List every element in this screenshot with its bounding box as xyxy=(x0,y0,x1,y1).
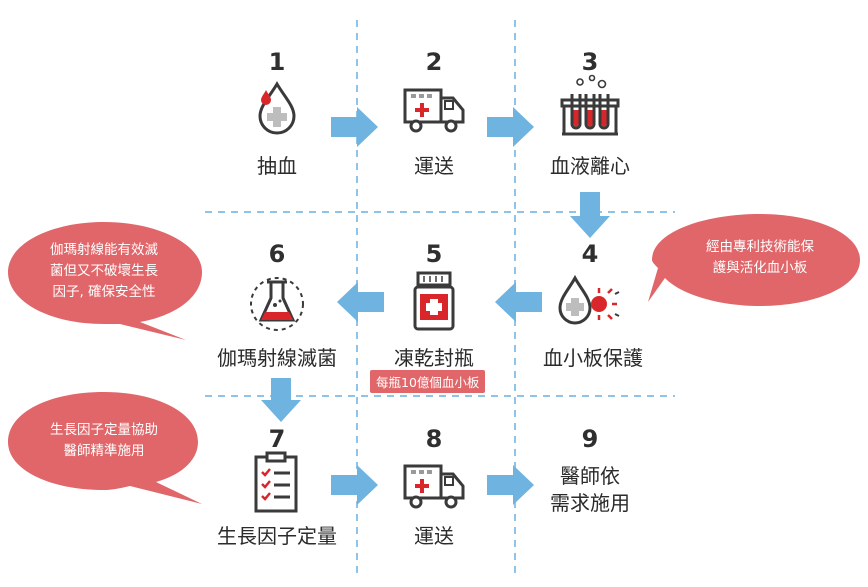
step-label-7: 生長因子定量 xyxy=(217,524,337,548)
medicine-bottle-icon xyxy=(413,271,455,331)
bubble-right-text: 經由專利技術能保 護與活化血小板 xyxy=(706,239,814,276)
blood-drop-protect-icon xyxy=(558,274,620,325)
arrow-left-4 xyxy=(495,282,542,322)
step-label-8: 運送 xyxy=(414,524,454,548)
flask-radiation-icon xyxy=(250,277,304,331)
step-label-6: 伽瑪射線滅菌 xyxy=(217,346,337,370)
bubble-left-top-text: 伽瑪射線能有效滅 菌但又不破壞生長 因子, 確保安全性 xyxy=(50,242,158,300)
arrow-right-8 xyxy=(487,465,534,505)
bubble-left-bottom xyxy=(8,392,202,504)
step-number-9: 9 xyxy=(581,425,599,453)
step-label-5: 凍乾封瓶 xyxy=(394,346,474,370)
step-label-3: 血液離心 xyxy=(550,154,630,178)
arrow-right-7 xyxy=(331,465,378,505)
step-label-9-line1: 醫師依 xyxy=(560,464,620,488)
test-tubes-icon xyxy=(560,74,620,136)
bubble-right xyxy=(648,214,860,306)
blood-drop-icon xyxy=(258,81,296,135)
arrow-left-5 xyxy=(337,282,384,322)
step-number-7: 7 xyxy=(268,425,286,453)
step-number-3: 3 xyxy=(581,48,599,76)
step-number-1: 1 xyxy=(268,48,286,76)
arrow-right-1 xyxy=(331,107,378,147)
step-number-2: 2 xyxy=(425,48,443,76)
ambulance-icon xyxy=(403,88,465,133)
step-number-8: 8 xyxy=(425,425,443,453)
step-label-9-line2: 需求施用 xyxy=(550,491,630,515)
ambulance-icon xyxy=(403,464,465,509)
arrow-down-3 xyxy=(570,192,610,238)
bubble-left-bottom-text: 生長因子定量協助 醫師精準施用 xyxy=(50,422,158,459)
bottle-capacity-badge: 每瓶10億個血小板 xyxy=(370,370,486,393)
step-number-6: 6 xyxy=(268,240,286,268)
step-label-4: 血小板保護 xyxy=(543,346,643,370)
step-number-5: 5 xyxy=(425,240,443,268)
arrow-right-2 xyxy=(487,107,534,147)
step-label-1: 抽血 xyxy=(257,154,297,178)
bubble-left-top xyxy=(8,222,202,340)
step-label-2: 運送 xyxy=(414,154,454,178)
step-number-4: 4 xyxy=(581,240,599,268)
arrow-down-6 xyxy=(261,378,301,422)
clipboard-checklist-icon xyxy=(254,451,298,513)
